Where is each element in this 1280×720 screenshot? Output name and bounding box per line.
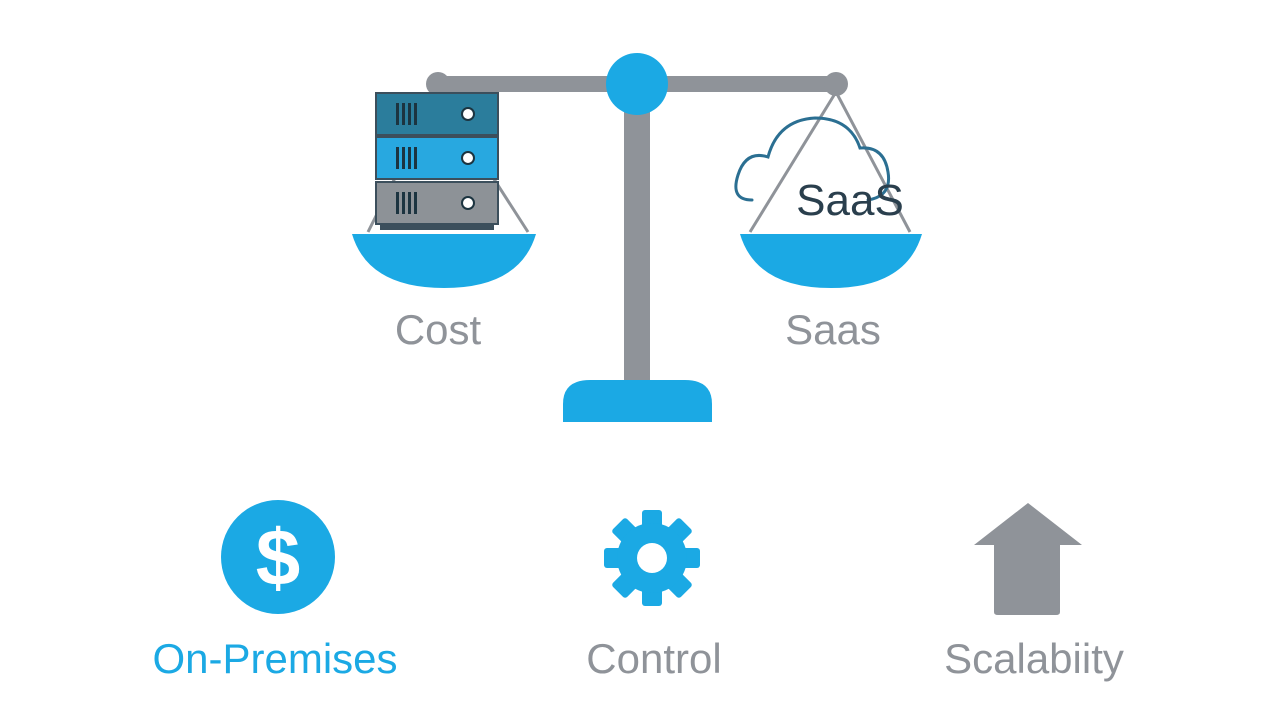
scale-pivot: [606, 53, 668, 115]
scalability-label: Scalabiity: [944, 635, 1124, 682]
control-label: Control: [586, 635, 722, 682]
cloud-icon: SaaS: [734, 116, 904, 225]
scale-base: [563, 380, 712, 422]
on-premises-label: On-Premises: [152, 635, 398, 682]
cloud-saas-text: SaaS: [796, 176, 904, 225]
beam-end-left: [426, 72, 450, 96]
right-pan: [740, 234, 922, 288]
gear-icon: [604, 510, 700, 606]
server-stack-icon: [375, 92, 499, 230]
arrow-up-icon: [974, 503, 1082, 615]
right-pan-string: [748, 91, 838, 233]
right-pan-string: [834, 91, 912, 233]
left-pan: [352, 234, 536, 288]
dollar-icon: $: [221, 500, 335, 614]
right-pan-label: Saas: [785, 306, 881, 353]
left-pan-label: Cost: [394, 306, 482, 353]
svg-text:$: $: [256, 513, 301, 602]
beam-end-right: [824, 72, 848, 96]
scale-pole: [624, 100, 650, 390]
